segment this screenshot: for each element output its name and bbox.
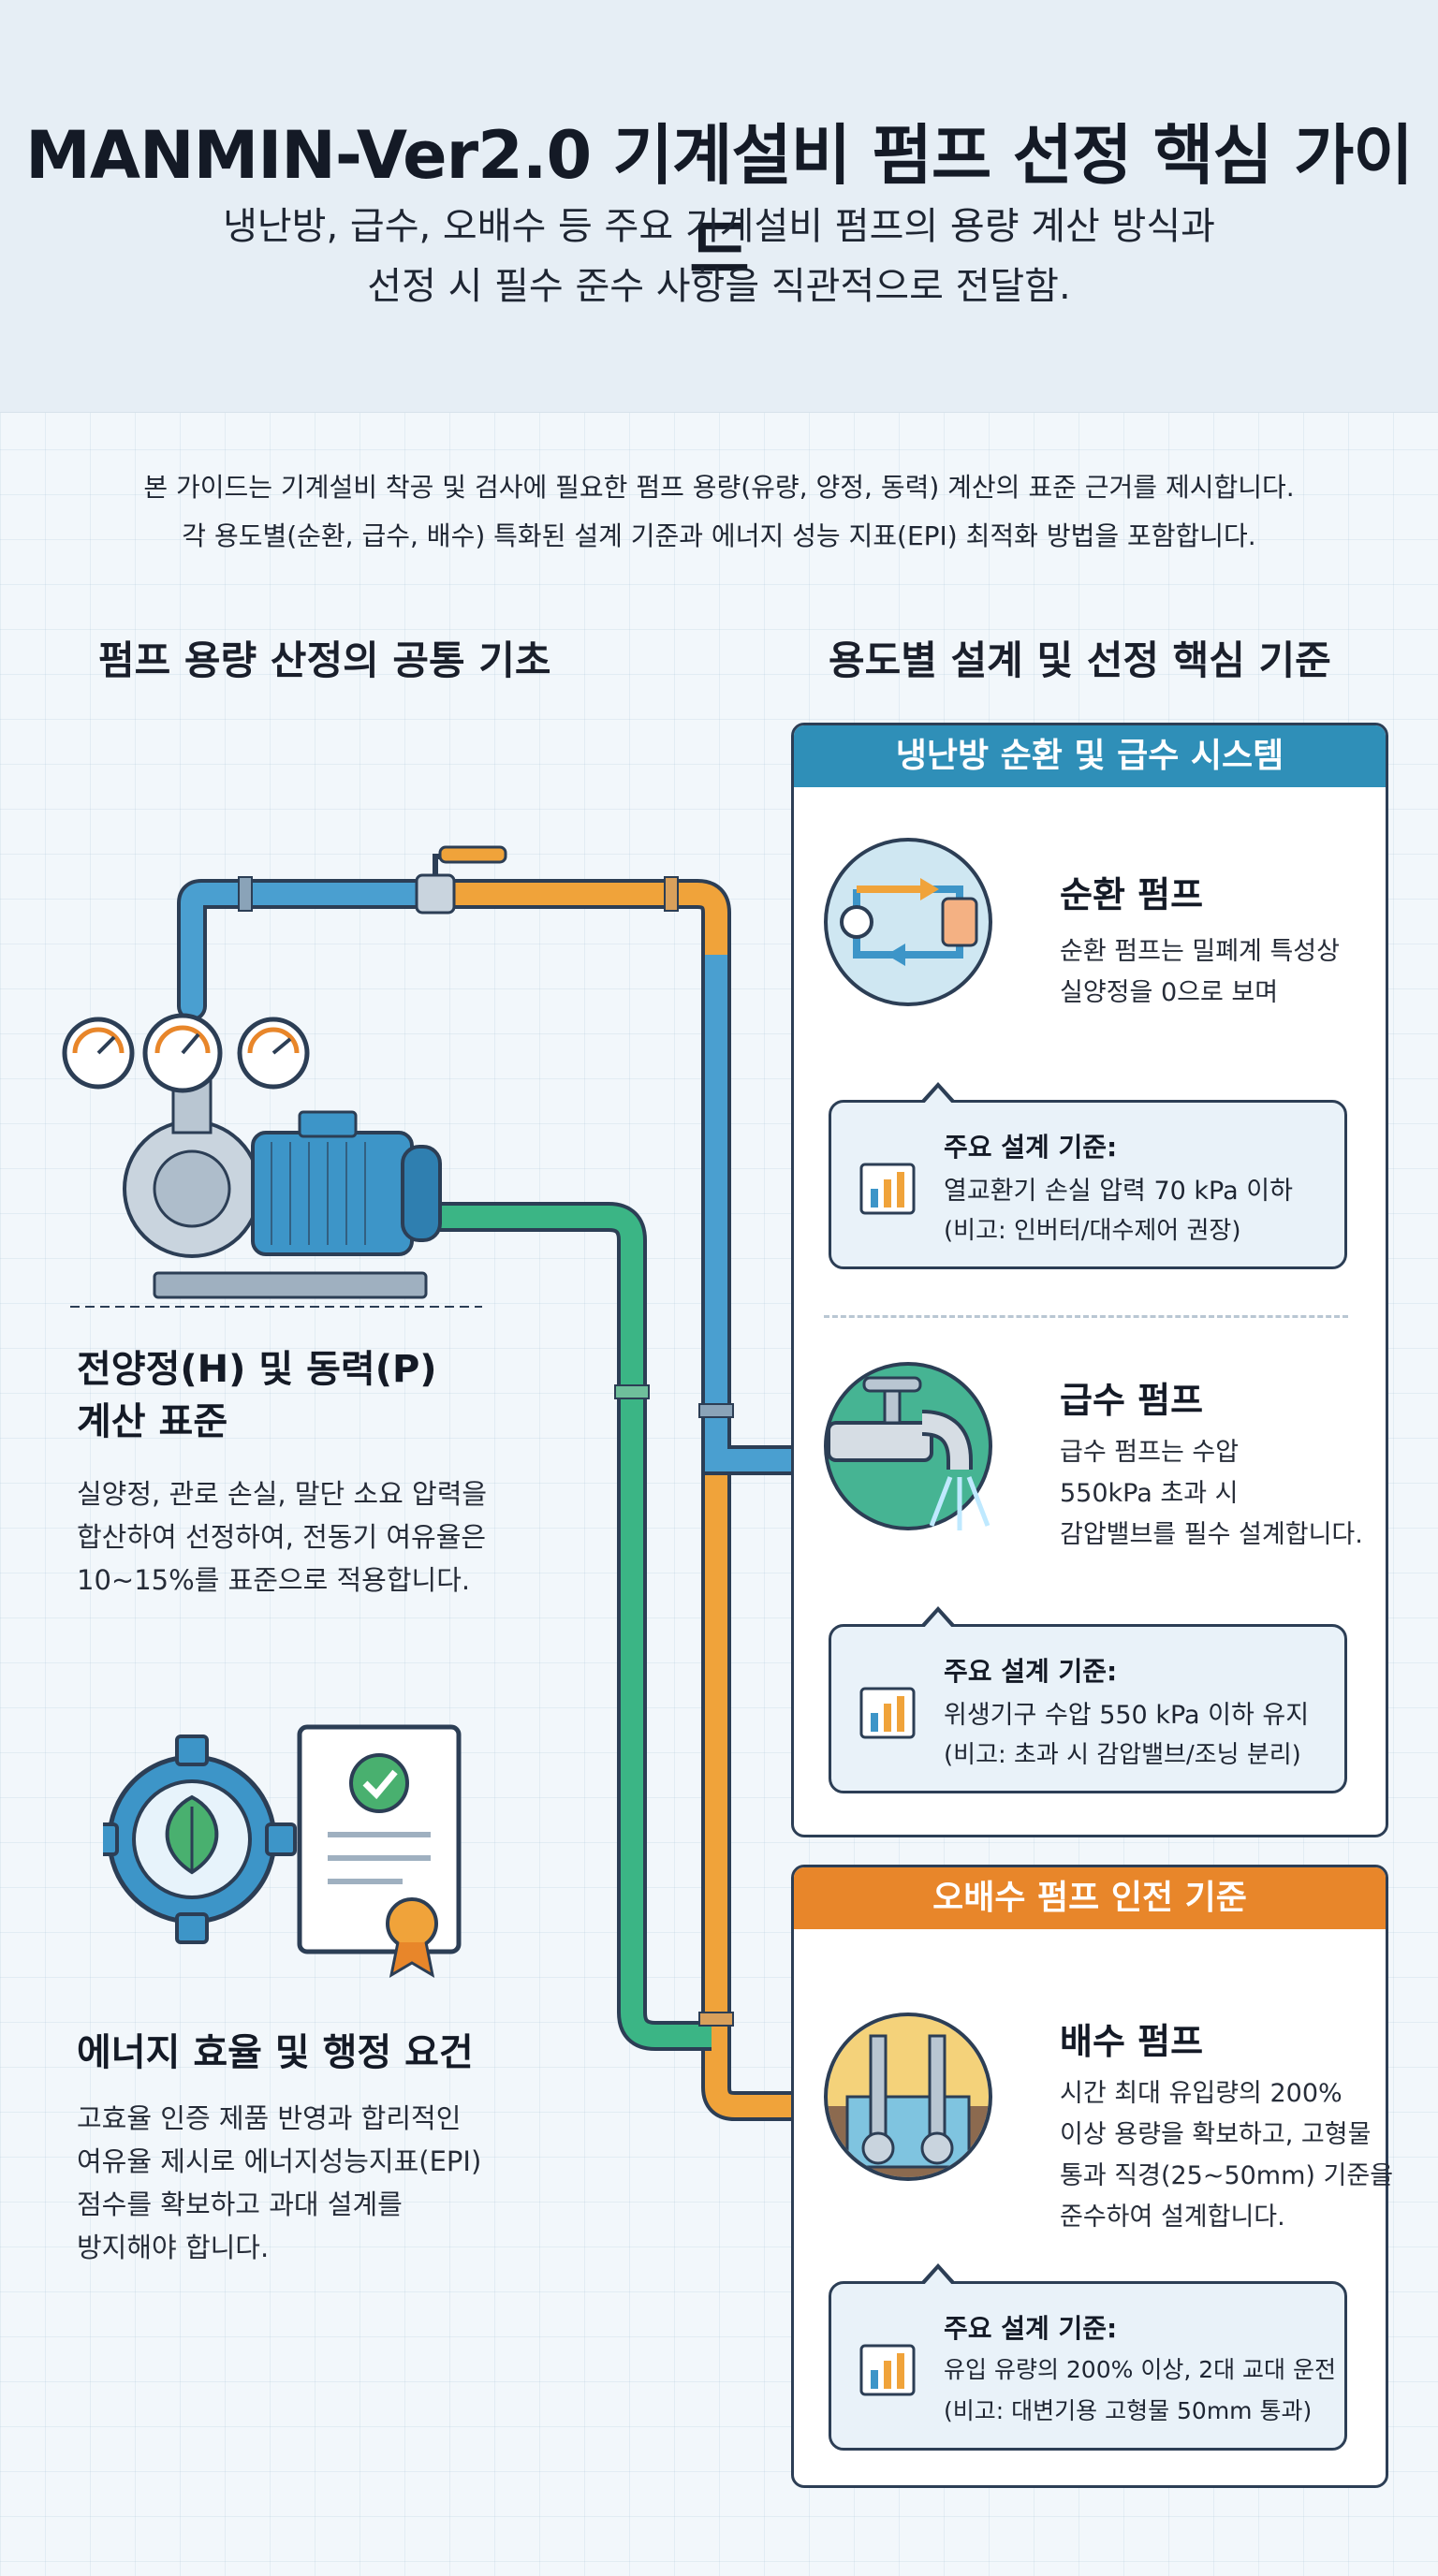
subtitle-line: 냉난방, 급수, 오배수 등 주요 기계설비 펌프의 용량 계산 방식과 [223, 205, 1215, 248]
intro-text: 본 가이드는 기계설비 착공 및 검사에 필요한 펌프 용량(유량, 양정, 동… [56, 463, 1382, 561]
body-line: 시간 최대 유입량의 200% [1060, 2079, 1343, 2108]
circulation-body: 순환 펌프는 밀폐계 특성상 실양정을 0으로 보며 [1060, 931, 1340, 1014]
circulation-criteria-box: 주요 설계 기준: 열교환기 손실 압력 70 kPa 이하 (비고: 인버터/… [829, 1082, 1347, 1269]
body-line: 실양정, 관로 손실, 말단 소요 압력을 [77, 1478, 488, 1510]
body-line: 준수하여 설계합니다. [1060, 2203, 1285, 2232]
header-band [0, 0, 1438, 413]
head-power-body: 실양정, 관로 손실, 말단 소요 압력을 합산하여 선정하여, 전동기 여유율… [77, 1472, 487, 1602]
body-line: 합산하여 선정하여, 전동기 여유율은 [77, 1521, 487, 1553]
page-title: MANMIN-Ver2.0 기계설비 펌프 선정 핵심 가이드 [25, 117, 1414, 288]
faucet-icon [824, 1362, 992, 1530]
circulation-loop-icon [824, 838, 992, 1006]
card-header: 냉난방 순환 및 급수 시스템 [794, 725, 1386, 787]
criteria-label: 주요 설계 기준: [944, 2313, 1118, 2344]
criteria-label: 주요 설계 기준: [944, 1132, 1118, 1163]
card-header: 오배수 펌프 인전 기준 [794, 1867, 1386, 1929]
body-line: 순환 펌프는 밀폐계 특성상 [1060, 937, 1340, 966]
drain-criteria-box: 주요 설계 기준: 유입 유량의 200% 이상, 2대 교대 운전 (비고: … [829, 2263, 1347, 2451]
body-line: 여유율 제시로 에너지성능지표(EPI) [77, 2145, 482, 2177]
body-line: 550kPa 초과 시 [1060, 1479, 1239, 1508]
drain-pump-icon [824, 2012, 992, 2181]
drain-body: 시간 최대 유입량의 200% 이상 용량을 확보하고, 고형물 통과 직경(2… [1060, 2073, 1393, 2238]
supply-title: 급수 펌프 [1060, 1380, 1204, 1421]
body-line: 10~15%를 표준으로 적용합니다. [77, 1564, 471, 1596]
circulation-title: 순환 펌프 [1060, 874, 1204, 915]
body-line: 방지해야 합니다. [77, 2232, 270, 2263]
body-line: 감압밸브를 필수 설계합니다. [1060, 1520, 1363, 1549]
energy-certificate-icon [103, 1724, 462, 1979]
energy-body: 고효율 인증 제품 반영과 합리적인 여유율 제시로 에너지성능지표(EPI) … [77, 2097, 481, 2269]
criteria-note: (비고: 초과 시 감압밸브/조닝 분리) [944, 1741, 1301, 1769]
criteria-label: 주요 설계 기준: [944, 1656, 1118, 1687]
pump-illustration [70, 1046, 482, 1308]
energy-title: 에너지 효율 및 행정 요건 [77, 2031, 474, 2074]
right-section-heading: 용도별 설계 및 선정 핵심 기준 [829, 637, 1331, 683]
subtitle-line: 선정 시 필수 준수 사항을 직관적으로 전달함. [367, 265, 1071, 308]
body-line: 고효율 인증 제품 반영과 합리적인 [77, 2102, 462, 2134]
criteria-note: (비고: 인버터/대수제어 권장) [944, 1217, 1241, 1245]
supply-criteria-box: 주요 설계 기준: 위생기구 수압 550 kPa 이하 유지 (비고: 초과 … [829, 1606, 1347, 1793]
drain-title: 배수 펌프 [1060, 2021, 1204, 2062]
intro-line: 각 용도별(순환, 급수, 배수) 특화된 설계 기준과 에너지 성능 지표(E… [182, 520, 1256, 551]
bar-chart-icon [859, 1163, 916, 1215]
bar-chart-icon [859, 1687, 916, 1739]
criteria-note: (비고: 대변기용 고형물 50mm 통과) [944, 2397, 1313, 2424]
criteria-main: 열교환기 손실 압력 70 kPa 이하 [944, 1177, 1293, 1206]
head-power-title: 전양정(H) 및 동력(P) 계산 표준 [77, 1343, 437, 1448]
body-line: 이상 용량을 확보하고, 고형물 [1060, 2120, 1372, 2149]
intro-line: 본 가이드는 기계설비 착공 및 검사에 필요한 펌프 용량(유량, 양정, 동… [143, 472, 1295, 503]
section-divider [824, 1315, 1348, 1318]
body-line: 통과 직경(25~50mm) 기준을 [1060, 2161, 1394, 2190]
pressure-gauge-icon [62, 1013, 310, 1093]
body-line: 점수를 확보하고 과대 설계를 [77, 2188, 403, 2220]
criteria-main: 위생기구 수압 550 kPa 이하 유지 [944, 1701, 1310, 1730]
body-line: 급수 펌프는 수압 [1060, 1438, 1240, 1467]
supply-body: 급수 펌프는 수압 550kPa 초과 시 감압밸브를 필수 설계합니다. [1060, 1432, 1363, 1556]
page-subtitle: 냉난방, 급수, 오배수 등 주요 기계설비 펌프의 용량 계산 방식과 선정 … [112, 197, 1326, 316]
title-line: 계산 표준 [77, 1400, 228, 1443]
title-line: 전양정(H) 및 동력(P) [77, 1348, 437, 1391]
left-section-heading: 펌프 용량 산정의 공통 기초 [98, 637, 551, 683]
criteria-main: 유입 유량의 200% 이상, 2대 교대 운전 [944, 2356, 1337, 2383]
bar-chart-icon [859, 2344, 916, 2396]
body-line: 실양정을 0으로 보며 [1060, 978, 1279, 1007]
